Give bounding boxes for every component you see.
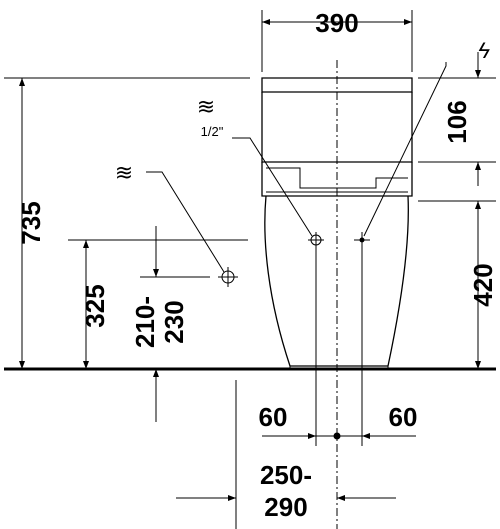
- dim-420: [418, 200, 496, 369]
- electric-symbol-icon: ϟ: [478, 38, 490, 63]
- dim-210-label: 210-: [130, 296, 160, 348]
- water-valve-symbol-icon: ≋: [197, 94, 215, 119]
- water-inlet-symbol-icon: ≋: [115, 160, 133, 185]
- dim-60-60: [262, 248, 416, 446]
- inlet-leader: [146, 171, 225, 273]
- dim-420-label: 420: [468, 263, 498, 306]
- dim-325-label: 325: [80, 284, 110, 327]
- dim-390-label: 390: [315, 8, 358, 38]
- dim-325: [68, 239, 248, 369]
- electric-leader: [363, 62, 447, 237]
- valve-size-label: 1/2": [201, 124, 224, 139]
- dim-60-right-label: 60: [389, 402, 418, 432]
- dim-106-label: 106: [442, 100, 472, 143]
- dim-735-label: 735: [16, 201, 46, 244]
- dim-290-label: 290: [264, 492, 307, 522]
- dim-250-290: [176, 380, 396, 529]
- dim-210-230: [140, 226, 210, 422]
- dim-735: [4, 77, 250, 369]
- electric-connection: [354, 232, 370, 248]
- valve-leader: [232, 137, 313, 237]
- valve-connection-left: [308, 232, 324, 248]
- dim-60-left-label: 60: [259, 402, 288, 432]
- dim-250-label: 250-: [260, 460, 312, 490]
- dim-106: [418, 52, 496, 186]
- dim-230-label: 230: [159, 300, 189, 343]
- inlet-connection: [218, 267, 238, 287]
- dim-390: [261, 10, 413, 72]
